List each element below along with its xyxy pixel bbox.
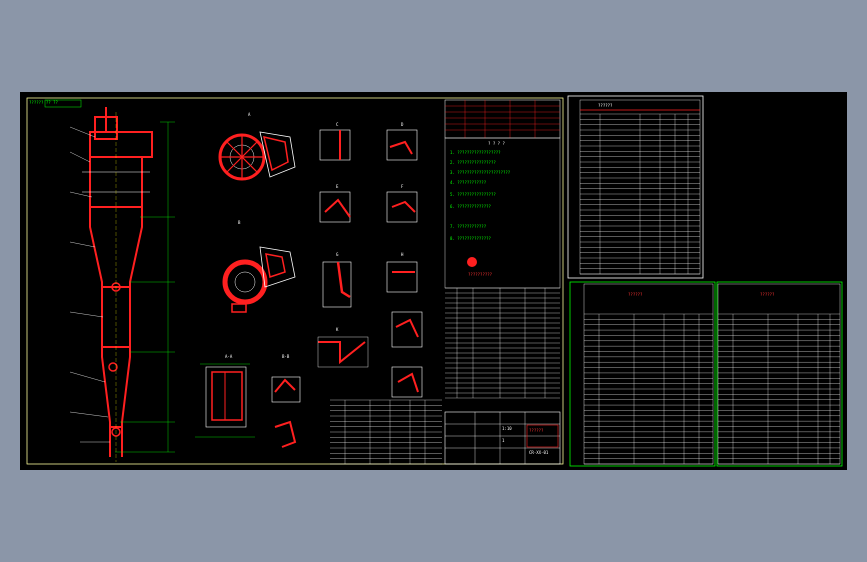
sheet2-title: ?????? <box>598 103 613 108</box>
detail-label-f: F <box>401 184 404 189</box>
sheet2-border <box>567 95 704 279</box>
note-line: 1. ?????????????????? <box>450 150 501 155</box>
cad-model-space[interactable]: ?????? ?? ?? A B A-A B-B C D E F G H K ?… <box>20 92 847 470</box>
detail-label-g: G <box>336 252 339 257</box>
weld-details <box>317 129 423 398</box>
detail-label-a: A <box>248 112 251 117</box>
detail-label-bb: B-B <box>282 354 290 359</box>
section-view-top <box>218 131 296 181</box>
note-line: 2. ???????????????? <box>450 160 496 165</box>
section-view-c <box>195 363 255 438</box>
parts-list-table <box>445 287 560 399</box>
bottom-parts-table <box>330 399 442 465</box>
sheet4-border <box>716 281 843 467</box>
detail-label-aa: A-A <box>225 354 233 359</box>
cad-drawing-layer <box>26 95 843 467</box>
detail-label-c: C <box>336 122 339 127</box>
title-block <box>444 411 561 465</box>
note-line: 6. ?????????????? <box>450 204 491 209</box>
sheet4-title: ?????? <box>760 292 775 297</box>
title-block-drawing-no: CR-XX-01 <box>529 450 549 455</box>
elevation-view <box>44 99 175 462</box>
title-block-scale: 1:10 <box>502 426 512 431</box>
detail-label-k: K <box>336 327 339 332</box>
title-block-name: ?????? <box>529 428 544 433</box>
detail-label-b: B <box>238 220 241 225</box>
detail-label-h: H <box>401 252 404 257</box>
note-line: 3. ?????????????????????? <box>450 170 511 175</box>
detail-label-e: E <box>336 184 339 189</box>
sheet4-table-rows <box>718 313 840 465</box>
sheet3-table-rows <box>584 313 713 465</box>
revision-table <box>444 99 561 139</box>
detail-label-d: D <box>401 122 404 127</box>
title-block-sheet: 1 <box>502 438 505 443</box>
note-line: 4. ???????????? <box>450 180 487 185</box>
section-view-middle <box>222 246 296 313</box>
sheet2-table-rows <box>580 113 700 275</box>
note-line: 7. ???????????? <box>450 224 487 229</box>
note-line: 8. ?????????????? <box>450 236 491 241</box>
section-view-d <box>271 376 301 448</box>
sheet3-border <box>569 281 716 467</box>
sheet3-title: ?????? <box>628 292 643 297</box>
note-line: 5. ???????????????? <box>450 192 496 197</box>
main-sheet-inner <box>26 97 564 465</box>
notes-title: ? ? ? ? <box>488 141 505 146</box>
main-sheet-title: ?????? ?? ?? <box>29 100 58 105</box>
company-mark: ?????????? <box>468 272 493 277</box>
